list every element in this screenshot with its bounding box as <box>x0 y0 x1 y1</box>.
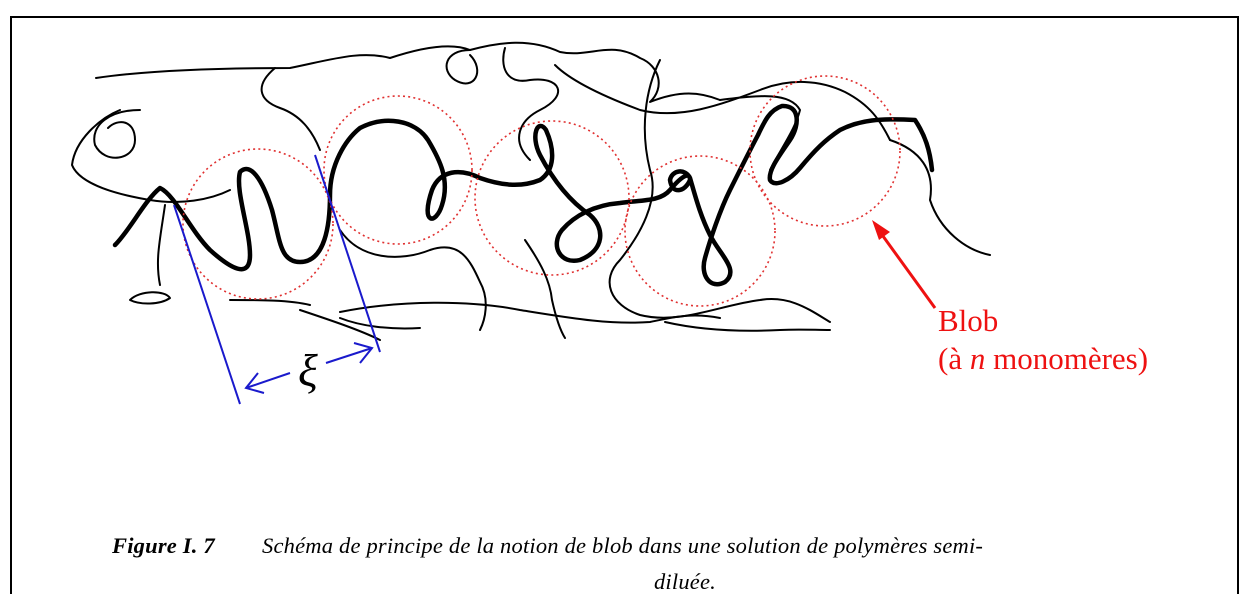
background-chain <box>664 321 831 332</box>
background-chain <box>129 291 171 305</box>
blob-circle <box>323 95 473 245</box>
main-chain <box>112 103 935 287</box>
caption-text-line1: Schéma de principe de la notion de blob … <box>262 533 984 558</box>
background-chain <box>260 67 321 151</box>
xi-arrow-right <box>325 347 373 364</box>
xi-symbol: ξ <box>298 345 318 396</box>
blob-circle <box>749 75 901 227</box>
background-chain <box>502 47 560 161</box>
n-variable: n <box>969 341 986 376</box>
background-chain <box>524 239 566 339</box>
background-chain <box>156 204 311 306</box>
xi-arrow-left <box>245 372 291 389</box>
background-chain <box>71 109 231 203</box>
blob-label: Blob (à n monomères) <box>938 302 1148 378</box>
background-chain <box>445 49 479 85</box>
background-chain <box>608 59 831 323</box>
figure-caption: Figure I. 7 Schéma de principe de la noti… <box>100 528 1200 600</box>
background-chain <box>93 109 141 159</box>
figure-frame <box>10 16 1239 594</box>
blob-label-line1: Blob <box>938 303 999 338</box>
background-chain <box>299 309 421 341</box>
background-chain <box>889 139 991 256</box>
background-chain <box>339 301 721 324</box>
background-chain <box>339 229 487 331</box>
caption-text-line2: diluée. <box>653 569 716 594</box>
blob-circle <box>182 148 334 300</box>
blob-label-line2: (à n monomères) <box>938 341 1149 376</box>
correlation-line-left <box>173 204 241 405</box>
background-chain <box>554 64 891 141</box>
blob-arrowhead <box>872 220 890 240</box>
figure-number: Figure I. 7 <box>112 533 215 558</box>
xi-arrowhead-right <box>353 342 374 364</box>
blob-circle <box>474 120 630 276</box>
blob-circle <box>624 155 776 307</box>
correlation-line-right <box>314 154 381 353</box>
xi-arrowhead-left <box>244 372 265 394</box>
blob-arrow <box>878 231 937 309</box>
background-chain <box>95 41 721 103</box>
